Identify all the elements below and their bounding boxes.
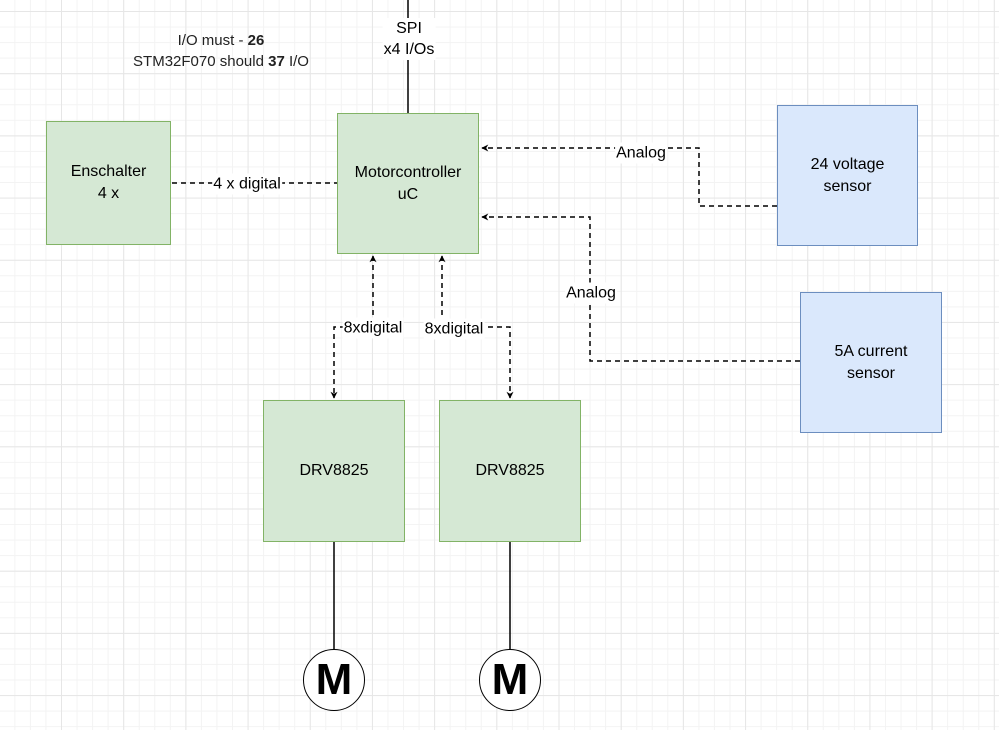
driver-2-edge-label[interactable]: 8xdigital <box>423 318 485 340</box>
current-to-uc-edge[interactable] <box>481 213 800 362</box>
enschalter-edge-label[interactable]: 4 x digital <box>212 173 282 195</box>
motor-2-node[interactable]: M <box>479 649 541 711</box>
stm32-io-value: 37 <box>268 53 285 70</box>
voltage-edge-label[interactable]: Analog <box>615 142 667 164</box>
uc-to-driver-2-edge[interactable] <box>438 255 514 399</box>
motor-symbol-icon: M <box>315 655 353 704</box>
spi-label[interactable]: SPI x4 I/Os <box>382 18 436 60</box>
stm32-io-line: STM32F070 should 37 I/O <box>133 53 309 70</box>
motor-symbol-icon: M <box>491 655 529 704</box>
driver-1-node[interactable]: DRV8825 <box>263 400 405 542</box>
io-must-value: 26 <box>247 32 265 49</box>
io-must-line: I/O must - 26 <box>177 32 265 49</box>
voltage-to-uc-edge[interactable] <box>481 144 777 207</box>
io-requirements-note: I/O must - 26 STM32F070 should 37 I/O <box>133 30 309 72</box>
current-edge-label[interactable]: Analog <box>565 282 617 304</box>
driver-1-edge-label[interactable]: 8xdigital <box>342 317 404 339</box>
motor-1-node[interactable]: M <box>303 649 365 711</box>
driver-2-node[interactable]: DRV8825 <box>439 400 581 542</box>
